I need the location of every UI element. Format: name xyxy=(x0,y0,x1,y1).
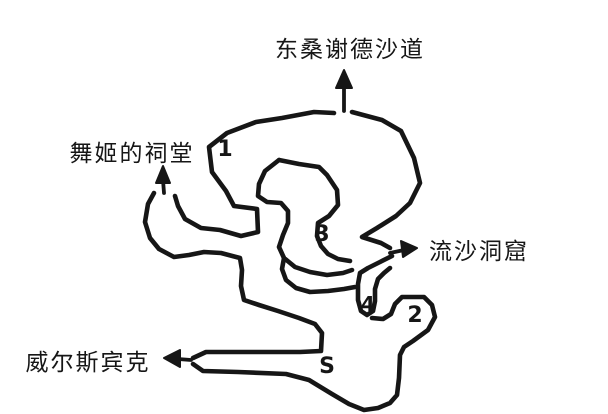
shrine-exit-arrow-head xyxy=(155,165,171,184)
wall-segment-4 xyxy=(190,294,438,413)
map-markers: 1 3 4 2 S xyxy=(217,137,422,379)
wall-segment-2 xyxy=(349,109,423,251)
marker-start: S xyxy=(319,354,335,379)
wall-segment-7 xyxy=(276,157,353,264)
wall-segment-3 xyxy=(355,253,395,318)
label-quicksand-exit: 流沙洞窟 xyxy=(429,239,529,265)
marker-point-3: 3 xyxy=(314,222,329,247)
map-labels: 东桑谢德沙道 舞姬的祠堂 流沙洞窟 威尔斯宾克 xyxy=(26,37,529,376)
marker-point-1: 1 xyxy=(217,137,232,162)
quicksand-exit-arrow-head xyxy=(400,240,418,258)
map-walls xyxy=(142,109,438,413)
north-exit-arrow-head xyxy=(335,69,353,89)
wall-segment-8 xyxy=(279,255,358,295)
marker-point-4: 4 xyxy=(361,292,375,316)
north-exit-arrow xyxy=(335,69,353,113)
quicksand-exit-arrow xyxy=(388,240,418,258)
label-town-exit: 威尔斯宾克 xyxy=(26,350,151,376)
town-exit-arrow xyxy=(163,349,193,368)
wall-segment-1 xyxy=(172,109,337,239)
wall-segment-5 xyxy=(142,190,325,361)
label-shrine-exit: 舞姬的祠堂 xyxy=(70,141,195,167)
town-exit-arrow-head xyxy=(163,349,181,368)
map-arrows xyxy=(155,69,418,368)
marker-point-2: 2 xyxy=(407,303,422,328)
label-north-exit: 东桑谢德沙道 xyxy=(275,37,425,63)
shrine-exit-arrow xyxy=(155,165,171,195)
wall-segment-6 xyxy=(255,157,355,278)
